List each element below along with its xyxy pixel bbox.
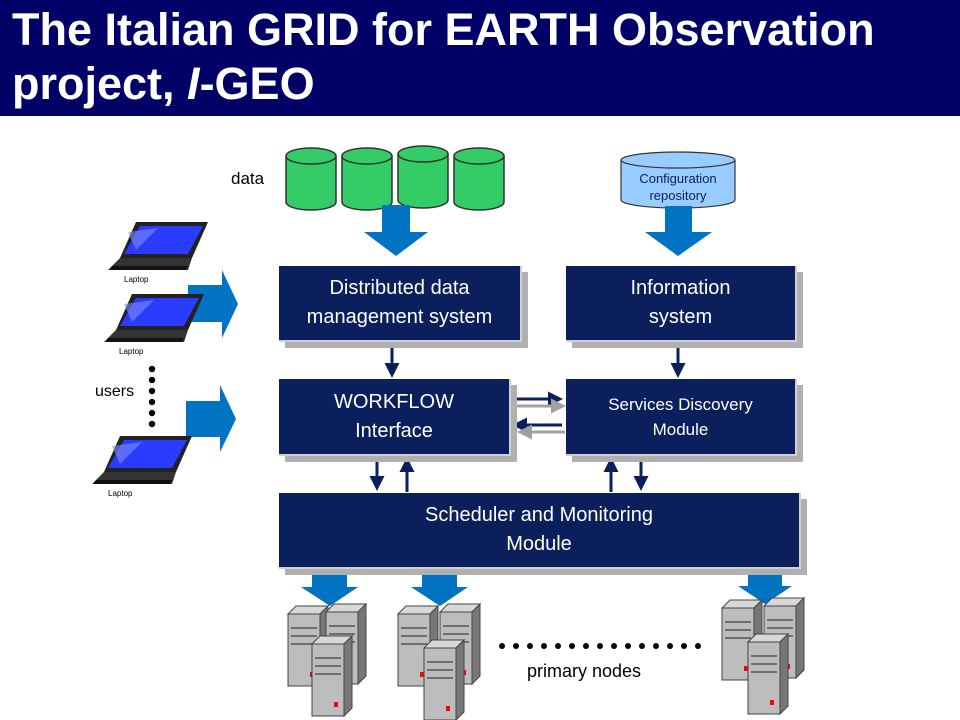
information-system-box: Information system [566,266,797,342]
server-icon [311,635,353,717]
server-group-3 [721,597,805,715]
server-icon [747,633,789,715]
config-repository-cylinder [620,151,736,209]
ddms-label: Distributed data management system [306,277,493,328]
laptop-label-3: Laptop [108,489,133,498]
connector-arrow-shadows [517,398,566,440]
server-group-2 [397,603,481,720]
data-cylinder-3 [397,145,449,209]
data-down-arrow [364,205,428,256]
user-arrow-2 [186,385,236,452]
discovery-label: Services Discovery Module [608,394,753,439]
data-label: data [231,169,265,188]
workflow-interface-box: WORKFLOW Interface [279,379,511,456]
node-arrow-1 [301,568,358,606]
laptop-label-2: Laptop [119,347,144,356]
scheduler-monitoring-box: Scheduler and Monitoring Module [279,493,801,569]
primary-nodes-label: primary nodes [527,661,642,681]
server-group-1 [287,603,367,717]
workflow-label: WORKFLOW Interface [334,390,454,442]
node-arrow-3 [738,568,792,604]
laptop-icon-3 [92,436,192,484]
nodes-ellipsis-dots [499,643,701,649]
block-arrows [186,205,792,606]
node-arrow-2 [411,568,468,606]
data-cylinder-4 [453,147,505,211]
distributed-data-management-box: Distributed data management system [279,266,522,342]
services-discovery-box: Services Discovery Module [566,379,797,456]
server-icon [423,639,465,720]
data-storage-cylinders [285,145,505,211]
config-down-arrow [645,206,712,256]
users-label: users [95,383,135,400]
data-cylinder-1 [285,147,337,211]
config-repository-label: Configuration repository [639,171,717,203]
scheduler-label: Scheduler and Monitoring Module [425,504,653,555]
laptop-label-1: Laptop [124,275,149,284]
data-cylinder-2 [341,147,393,211]
users-ellipsis-dots [148,365,156,428]
laptop-icon-1 [108,222,208,270]
info-system-label: Information system [630,277,731,328]
laptop-icon-2 [104,294,204,342]
user-arrow-1 [188,270,238,338]
